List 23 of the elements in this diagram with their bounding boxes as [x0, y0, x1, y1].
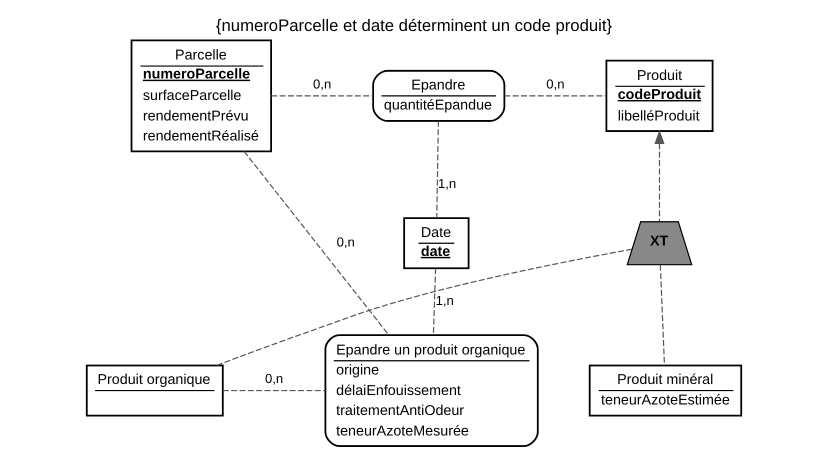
- node-box: Parcelle numeroParcelle surfaceParcelle rendementPrévu rendementRéalisé: [130, 39, 272, 152]
- connector: [243, 150, 389, 336]
- connector: [222, 390, 324, 392]
- connector: [659, 264, 665, 366]
- node-box: Epandre un produit organique origine délaiEnfouissement traitementAntiOdeur teneurAzoteMesurée: [324, 334, 538, 447]
- node-box: Epandre quantitéEpandue: [372, 70, 505, 122]
- edge-label: 0,n: [264, 371, 283, 386]
- edge-label: 0,n: [546, 76, 564, 92]
- edge-label: 1,n: [437, 176, 456, 192]
- node-box: Date date: [402, 217, 469, 270]
- connector: [270, 95, 372, 96]
- diagram-title: {numeroParcelle et date déterminent un code produit}: [215, 16, 612, 36]
- connector: [504, 95, 606, 96]
- node-box: Produit codeProduit libelléProduit: [605, 60, 713, 132]
- node-box: Produit organique: [85, 364, 224, 417]
- edge-label: 1,n: [435, 293, 454, 308]
- connector: [436, 120, 438, 218]
- connector: [432, 268, 436, 336]
- edge-label: 0,n: [336, 234, 354, 250]
- node-box: Produit minéral teneurAzoteEstimée: [588, 364, 742, 417]
- connector: [216, 248, 632, 366]
- arrow: [654, 130, 664, 222]
- edge-label: 0,n: [312, 76, 331, 92]
